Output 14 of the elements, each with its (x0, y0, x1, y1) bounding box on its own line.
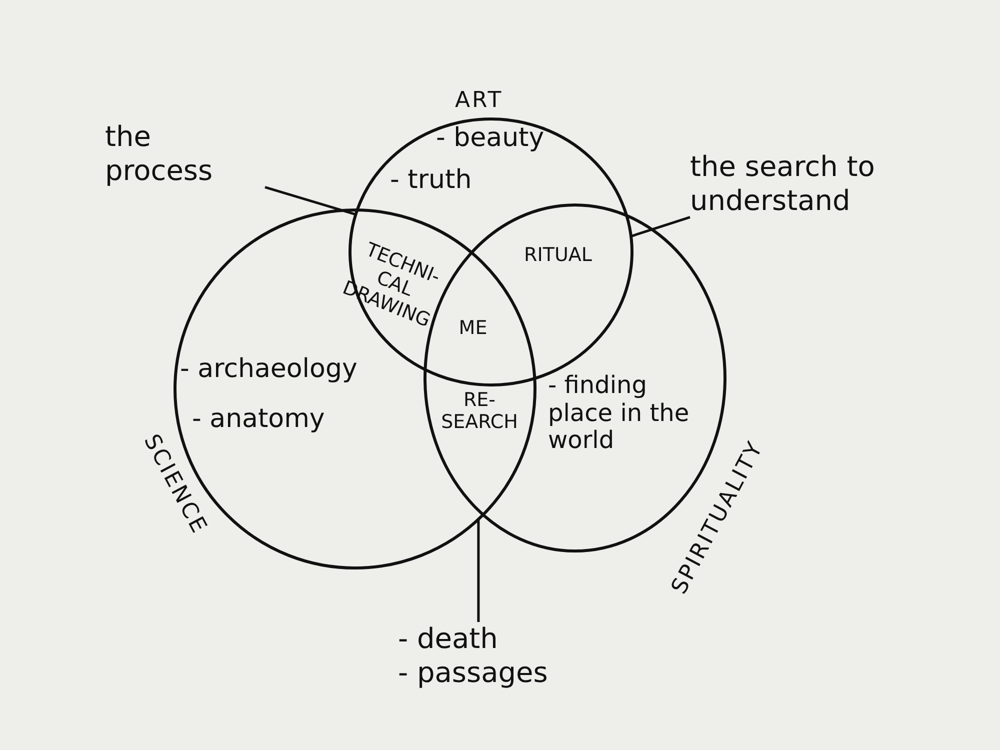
leader-line (264, 186, 356, 216)
region-label: RE- SEARCH (440, 390, 519, 434)
callout-text: - death - passages (398, 622, 548, 690)
region-label: ME (458, 318, 488, 340)
leader-line (630, 216, 690, 238)
region-label: RITUAL (523, 245, 593, 267)
circle-heading: ART (455, 88, 504, 114)
list-item: - truth (390, 166, 473, 196)
list-item: - archaeology (180, 355, 358, 385)
list-item: - anatomy (192, 405, 326, 434)
list-item: - beauty (436, 124, 546, 154)
list-item: - finding place in the world (548, 372, 690, 454)
callout-text: the search to understand (690, 150, 955, 218)
callout-text: the process (105, 120, 265, 188)
